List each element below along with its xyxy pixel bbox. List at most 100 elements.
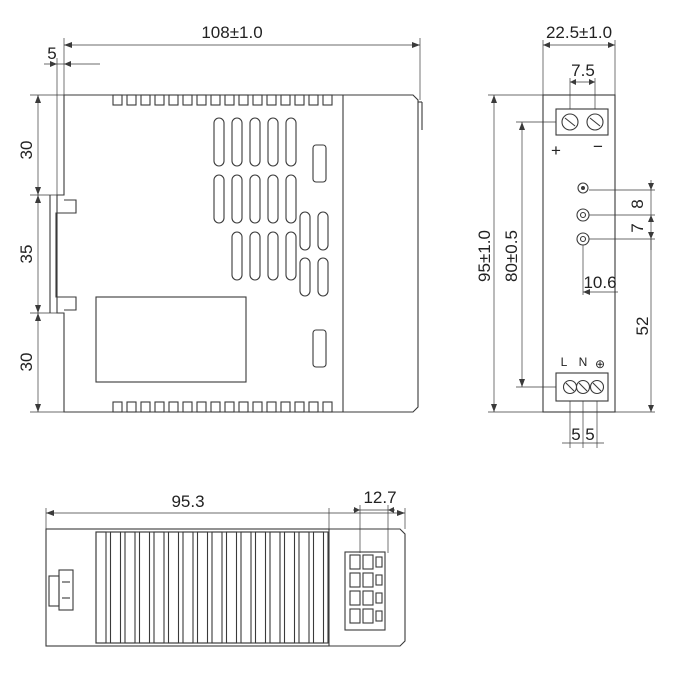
vent-slot [267, 231, 279, 281]
bottom-terminal-block [344, 551, 386, 631]
fin [269, 531, 281, 644]
vent-notch [168, 94, 179, 106]
terminal-l-label: L [561, 355, 568, 369]
fin [283, 531, 296, 644]
fin [196, 531, 209, 644]
vent-slot [249, 231, 261, 281]
vent-notch [238, 401, 249, 413]
seg-top-label: 30 [17, 141, 36, 160]
vent-notch [112, 401, 123, 413]
terminal-screw [375, 574, 383, 586]
vent-slot [231, 117, 243, 167]
terminal-slot [362, 590, 374, 606]
led-indicator [577, 182, 589, 194]
vent-slot [249, 117, 261, 167]
vent-notch [126, 401, 137, 413]
vent-notch [140, 94, 151, 106]
terminal-slot [362, 572, 374, 588]
lower-height-label: 52 [633, 317, 652, 336]
vent-notch [266, 94, 277, 106]
vent-notch [280, 94, 291, 106]
adjust-pot-2 [576, 232, 590, 246]
vent-slot [285, 174, 297, 224]
bottom-din-clip [48, 569, 74, 611]
vent-slot [231, 231, 243, 281]
vent-notch [322, 401, 333, 413]
vent-slot [231, 174, 243, 224]
vent-notch [126, 94, 137, 106]
fin [298, 531, 310, 644]
vent-notch [224, 94, 235, 106]
vent-notch [210, 94, 221, 106]
vent-notch [252, 401, 263, 413]
front-vent-slots [213, 117, 329, 297]
vent-notch [210, 401, 221, 413]
cooling-fins [95, 531, 329, 644]
vent-slot [267, 174, 279, 224]
vent-slot [317, 257, 329, 297]
vent-notch [112, 94, 123, 106]
side-width-label: 22.5±1.0 [546, 23, 612, 42]
inner-height-label: 80±0.5 [502, 230, 521, 282]
adjust-pot-1 [576, 208, 590, 222]
front-view-cover [343, 94, 419, 413]
side-view: + − L N ⊕ 22.5±1.0 7.5 [475, 23, 655, 448]
terminal-slot [349, 572, 361, 588]
fin [312, 531, 325, 644]
vent-slot [267, 117, 279, 167]
led-offset-label: 10.6 [583, 273, 616, 292]
terminal-earth-label: ⊕ [595, 357, 605, 371]
fin [153, 531, 165, 644]
vent-notch [238, 94, 249, 106]
offset-label: 5 [47, 44, 56, 63]
fin-frame [95, 531, 329, 644]
vent-notch [266, 401, 277, 413]
din-clip [55, 199, 77, 311]
plus-label: + [551, 141, 561, 160]
led-pitch-1-label: 8 [628, 199, 647, 208]
label-window [95, 296, 247, 383]
top-terminal-block [555, 108, 609, 136]
fin [182, 531, 194, 644]
top-pitch-label: 7.5 [571, 61, 595, 80]
terminal-depth-label: 12.7 [363, 488, 396, 507]
vent-notch [308, 94, 319, 106]
width-label: 108±1.0 [201, 23, 262, 42]
vent-slot [285, 117, 297, 167]
vent-notch [140, 401, 151, 413]
terminal-slot [362, 554, 374, 570]
vent-notch [154, 94, 165, 106]
vent-notch [252, 94, 263, 106]
fin [167, 531, 180, 644]
vent-notch [196, 94, 207, 106]
vent-notch [182, 401, 193, 413]
terminal-slot [349, 554, 361, 570]
minus-label: − [593, 137, 603, 156]
front-view-body [56, 94, 344, 413]
bottom-length-label: 95.3 [171, 492, 204, 511]
front-view: 108±1.0 5 30 35 30 [17, 23, 423, 413]
side-view-body [542, 94, 616, 413]
terminal-housing [344, 551, 386, 631]
vent-slot [317, 211, 329, 251]
terminal-screw [375, 592, 383, 604]
vent-notch [308, 401, 319, 413]
side-latch-top [312, 144, 327, 183]
fin [124, 531, 136, 644]
vent-notch [322, 94, 333, 106]
fin [225, 531, 238, 644]
terminal-slot [349, 608, 361, 624]
bottom-pitch-2-label: 5 [585, 425, 594, 444]
bottom-pitch-1-label: 5 [571, 425, 580, 444]
fin [211, 531, 223, 644]
fin [240, 531, 252, 644]
terminal-slot [362, 608, 374, 624]
terminal-screw [375, 556, 383, 568]
vent-slot [285, 231, 297, 281]
vent-notch [168, 401, 179, 413]
vent-notch [154, 401, 165, 413]
bottom-view-body [45, 528, 330, 647]
fin [138, 531, 151, 644]
seg-mid-label: 35 [17, 245, 36, 264]
